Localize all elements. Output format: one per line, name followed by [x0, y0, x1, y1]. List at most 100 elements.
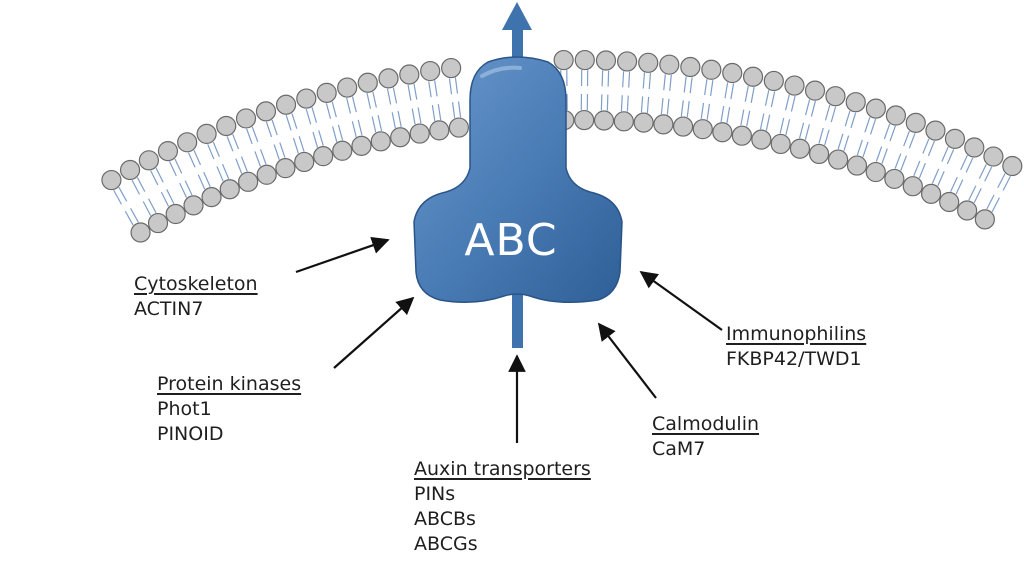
lipid-tail	[720, 105, 725, 122]
lipid-tail	[750, 87, 755, 103]
lipid-head	[235, 108, 257, 129]
lipid-tail	[259, 149, 267, 165]
lipid-head	[316, 82, 337, 103]
lipid-tail	[843, 135, 850, 152]
lipid-head	[216, 115, 237, 137]
lipid-tail	[600, 94, 603, 111]
lipid-tail	[413, 83, 418, 100]
lipid-tail	[960, 155, 968, 171]
lipid-head	[784, 75, 805, 96]
lipid-tail	[142, 201, 152, 216]
lipid-tail	[646, 96, 650, 113]
lipid-tail	[965, 157, 974, 173]
abc-label: ABC	[464, 215, 558, 266]
lipid-head	[130, 222, 151, 243]
lipid-tail	[642, 72, 646, 89]
lipid-tail	[785, 119, 791, 136]
lipid-tail	[626, 95, 629, 112]
lipid-tail	[628, 71, 631, 88]
lipid-tail	[986, 194, 995, 210]
lipid-tail	[730, 83, 735, 100]
lipid-head	[613, 111, 634, 132]
lipid-tail	[457, 101, 462, 118]
lipid-tail	[431, 105, 436, 122]
lipid-head	[574, 109, 595, 131]
lipid-tail	[235, 158, 243, 174]
lipid-tail	[937, 170, 945, 187]
lipid-tail	[908, 133, 916, 149]
lipid-tail	[386, 88, 392, 105]
lipid-tail	[903, 130, 910, 147]
lipid-head	[846, 155, 868, 176]
lipid-head	[884, 168, 905, 190]
protein-kinases-arrow	[333, 296, 415, 369]
lipid-tail	[207, 144, 215, 160]
lipid-tail	[680, 100, 684, 117]
lipid-tail	[179, 182, 188, 198]
lipid-head	[177, 132, 198, 153]
lipid-tail	[318, 130, 324, 146]
lipid-tail	[150, 170, 159, 186]
lipid-tail	[118, 187, 128, 202]
lipid-tail	[366, 93, 372, 109]
lipid-tail	[770, 91, 776, 108]
lipid-head	[825, 86, 846, 107]
lipid-tail	[454, 77, 459, 94]
lipid-tail	[392, 87, 398, 104]
transport-channel-lower	[512, 292, 523, 348]
lipid-tail	[706, 103, 711, 120]
lipid-tail	[622, 71, 625, 88]
lipid-head	[939, 191, 960, 213]
lipid-head	[865, 98, 887, 119]
lipid-tail	[417, 107, 422, 124]
lipid-tail	[246, 128, 253, 145]
lipid-tail	[620, 95, 623, 112]
lipid-tail	[804, 124, 810, 140]
lipid-head	[147, 212, 169, 234]
lipid-head	[633, 112, 654, 133]
lipid-tail	[397, 111, 402, 127]
auxin-transporters-item: ABCBs	[414, 508, 476, 530]
calmodulin-arrow	[597, 322, 657, 399]
lipid-tail	[779, 117, 785, 134]
lipid-head	[183, 195, 204, 216]
lipid-head	[157, 141, 179, 162]
lipid-tail	[784, 94, 790, 111]
lipid-head	[313, 146, 334, 167]
lipid-tail	[798, 122, 805, 139]
lipid-tail	[997, 173, 1006, 189]
lipid-head	[201, 187, 222, 208]
lipid-tail	[285, 115, 292, 131]
lipid-head	[804, 80, 826, 101]
lipid-tail	[759, 113, 765, 130]
lipid-head	[944, 128, 966, 149]
lipid-tail	[810, 100, 816, 117]
export-arrow-icon	[502, 2, 532, 30]
immunophilins-group: Immunophilins FKBP42/TWD1	[726, 322, 866, 372]
lipid-head	[351, 135, 372, 156]
lipid-tail	[411, 108, 416, 125]
lipid-tail	[686, 101, 690, 118]
lipid-head	[905, 112, 926, 133]
lipid-tail	[305, 108, 312, 125]
lipid-tail	[279, 142, 286, 158]
lipid-tail	[837, 133, 844, 150]
lipid-tail	[740, 109, 745, 126]
lipid-tail	[451, 102, 456, 119]
cytoskeleton-group: Cytoskeleton ACTIN7	[134, 272, 258, 322]
lipid-tail	[744, 85, 749, 102]
lipid-tail	[663, 74, 666, 91]
lipid-head	[692, 119, 713, 140]
lipid-head	[964, 137, 985, 158]
lipid-tail	[844, 110, 851, 127]
lipid-tail	[337, 124, 344, 141]
protein-kinases-group: Protein kinases Phot1 PINOID	[157, 372, 301, 447]
lipid-head	[845, 92, 866, 113]
lipid-tail	[991, 197, 1000, 213]
lipid-tail	[894, 153, 902, 169]
lipid-head	[165, 203, 186, 225]
lipid-head	[275, 94, 297, 115]
lipid-head	[399, 64, 420, 85]
lipid-head	[653, 114, 674, 135]
